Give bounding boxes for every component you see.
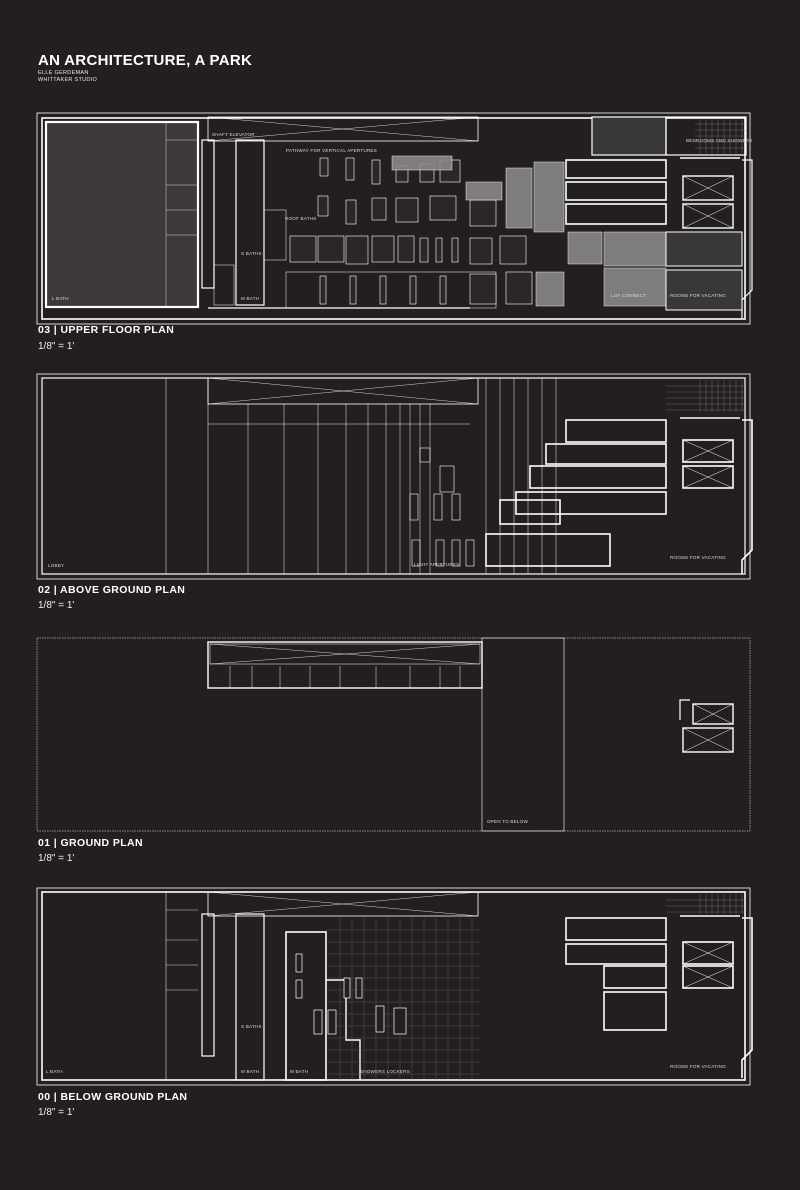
- label-shaft-elevator: SHAFT ELEVATOR: [212, 132, 255, 137]
- label-open-to-below: OPEN TO BELOW: [487, 819, 528, 824]
- plan-scale-upper: 1/8" = 1': [38, 341, 75, 352]
- author-name: ELLE GERDEMAN: [38, 70, 89, 76]
- studio-name: WHITTAKER STUDIO: [38, 77, 98, 83]
- page-title: AN ARCHITECTURE, A PARK: [38, 52, 253, 69]
- label-l-bath: L BATH: [46, 1069, 63, 1074]
- plan-scale-ground: 1/8" = 1': [38, 853, 75, 864]
- label-m-bath: M BATH: [241, 296, 259, 301]
- label-rooms-vacating: ROOMS FOR VACATING: [670, 293, 726, 298]
- label-m-bath: M BATH: [241, 1069, 259, 1074]
- label-rooms-vacating: ROOMS FOR VACATING: [670, 555, 726, 560]
- label-pathway: PATHWAY FOR VERTICAL APERTURES: [286, 148, 377, 153]
- label-s-baths: S BATHS: [241, 251, 262, 256]
- label-lof-connect: LOF CONNECT: [611, 293, 646, 298]
- label-lobby: LOBBY: [48, 563, 64, 568]
- label-rooms-vacating: ROOMS FOR VACATING: [670, 1064, 726, 1069]
- label-m-bath-2: M BATH: [290, 1069, 308, 1074]
- label-s-baths: S BATHS: [241, 1024, 262, 1029]
- plan-title-ground: 01 | GROUND PLAN: [38, 837, 144, 849]
- label-roof-baths: ROOF BATHS: [285, 216, 317, 221]
- plan-title-below: 00 | BELOW GROUND PLAN: [38, 1091, 188, 1103]
- label-bedrooms: BEDROOMS AND SHOWERS: [686, 138, 753, 143]
- plan-scale-below: 1/8" = 1': [38, 1107, 75, 1118]
- label-showers-lockers: SHOWERS LOCKERS: [360, 1069, 410, 1074]
- plan-title-upper: 03 | UPPER FLOOR PLAN: [38, 324, 175, 336]
- plan-title-above: 02 | ABOVE GROUND PLAN: [38, 584, 186, 596]
- plan-scale-above: 1/8" = 1': [38, 600, 75, 611]
- label-light-apertures: LIGHT APERTURES: [414, 562, 459, 567]
- label-l-bath: L BATH: [52, 296, 69, 301]
